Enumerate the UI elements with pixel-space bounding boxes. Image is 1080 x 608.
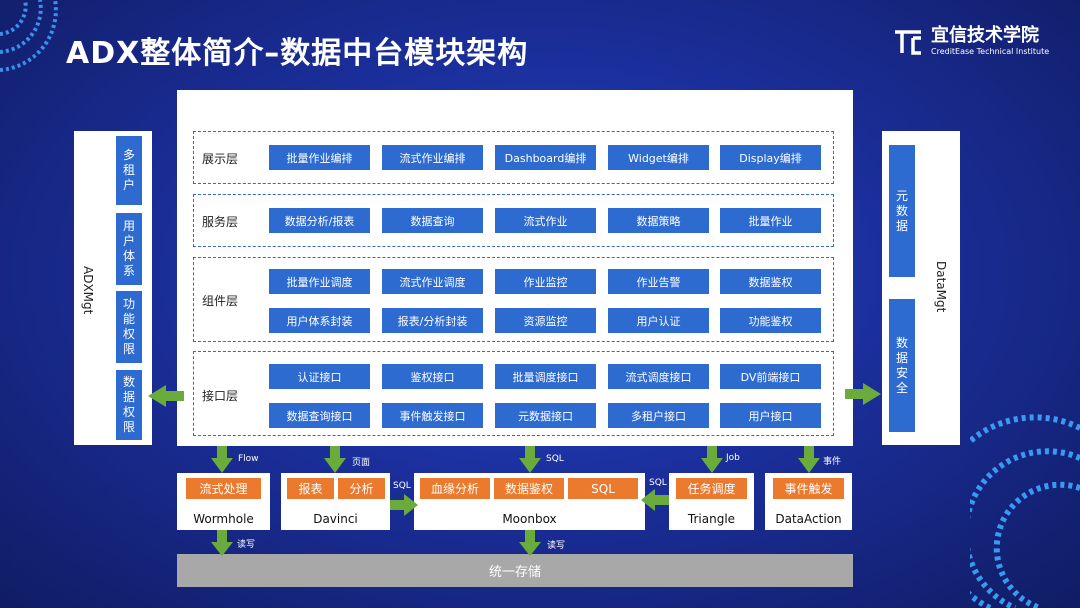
layer-chip: 数据鉴权 <box>720 269 821 294</box>
presentation-layer: 展示层 批量作业编排 流式作业编排 Dashboard编排 Widget编排 D… <box>193 131 834 184</box>
module-name: Davinci <box>313 512 358 526</box>
layer-chip: 流式作业编排 <box>382 145 483 170</box>
unified-storage: 统一存储 <box>177 554 853 587</box>
interface-layer-label: 接口层 <box>202 389 239 403</box>
layer-chip: 认证接口 <box>269 364 370 389</box>
adxmgt-item-user-system: 用户体系 <box>116 213 142 285</box>
layer-chip: 流式作业 <box>495 208 596 233</box>
layer-chip: 数据策略 <box>608 208 709 233</box>
layer-chip: 鉴权接口 <box>382 364 483 389</box>
layer-chip: 元数据接口 <box>495 403 596 428</box>
arrow-down-icon <box>324 446 346 473</box>
layer-chip: 作业告警 <box>608 269 709 294</box>
edge-label-page: 页面 <box>352 458 371 468</box>
adxmgt-item-function-permission: 功能权限 <box>116 291 142 363</box>
layer-chip: 用户认证 <box>608 308 709 333</box>
layer-chip: Widget编排 <box>608 145 709 170</box>
module-name: DataAction <box>775 512 842 526</box>
arrow-down-icon <box>519 446 541 473</box>
module-chip: 分析 <box>338 478 385 499</box>
module-chip: 流式处理 <box>186 478 261 499</box>
logo-mark-icon <box>895 30 921 55</box>
layer-chip: 报表/分析封装 <box>382 308 483 333</box>
layer-chip: Display编排 <box>720 145 821 170</box>
layer-chip: 事件触发接口 <box>382 403 483 428</box>
service-layer: 服务层 数据分析/报表 数据查询 流式作业 数据策略 批量作业 <box>193 194 834 247</box>
brand-logo: 宜信技术学院 CreditEase Technical Institute <box>893 26 1049 58</box>
layer-chip: 功能鉴权 <box>720 308 821 333</box>
edge-label-flow: Flow <box>238 454 259 464</box>
layer-chip: 流式调度接口 <box>608 364 709 389</box>
datamgt-panel: DataMgt 元数据 数据安全 <box>882 131 960 445</box>
service-layer-label: 服务层 <box>202 215 239 229</box>
component-layer: 组件层 批量作业调度 流式作业调度 作业监控 作业告警 数据鉴权 用户体系封装 … <box>193 257 834 342</box>
layer-chip: 批量作业调度 <box>269 269 370 294</box>
module-chip: SQL <box>568 478 638 499</box>
module-name: Moonbox <box>502 512 557 526</box>
dataaction-module: 事件触发 DataAction <box>765 473 852 530</box>
layer-chip: 数据查询 <box>382 208 483 233</box>
decorative-swirl-bottom-right <box>970 414 1080 608</box>
datamgt-item-metadata: 元数据 <box>889 145 915 277</box>
arrow-down-icon <box>701 446 723 473</box>
layer-chip: Dashboard编排 <box>495 145 596 170</box>
edge-label-sql-right: SQL <box>649 478 667 488</box>
adxmgt-item-data-permission: 数据权限 <box>116 370 142 440</box>
layer-chip: 数据分析/报表 <box>269 208 370 233</box>
presentation-layer-label: 展示层 <box>202 152 239 166</box>
layer-chip: 批量作业编排 <box>269 145 370 170</box>
datamgt-label: DataMgt <box>934 261 948 313</box>
adxmgt-item-multi-tenant: 多租户 <box>116 136 142 205</box>
arrow-down-icon <box>211 446 233 473</box>
edge-label-sql-top: SQL <box>546 454 564 464</box>
module-name: Triangle <box>687 512 736 526</box>
arrow-right-icon <box>390 494 418 516</box>
layer-chip: 用户体系封装 <box>269 308 370 333</box>
module-name: Wormhole <box>193 512 254 526</box>
interface-layer: 接口层 认证接口 鉴权接口 批量调度接口 流式调度接口 DV前端接口 数据查询接… <box>193 351 834 436</box>
layer-chip: DV前端接口 <box>720 364 821 389</box>
edge-label-read-write-right: 读写 <box>547 541 566 551</box>
module-chip: 数据鉴权 <box>494 478 564 499</box>
adxmgt-panel: ADXMgt 多租户 用户体系 功能权限 数据权限 <box>74 131 152 445</box>
arrow-right-icon <box>845 383 881 405</box>
layer-chip: 资源监控 <box>495 308 596 333</box>
layer-chip: 批量调度接口 <box>495 364 596 389</box>
module-chip: 报表 <box>287 478 334 499</box>
edge-label-sql-left: SQL <box>393 481 411 491</box>
arrow-down-icon <box>211 530 233 556</box>
arrow-left-icon <box>148 385 184 407</box>
layer-chip: 流式作业调度 <box>382 269 483 294</box>
logo-name-en: CreditEase Technical Institute <box>931 47 1050 56</box>
moonbox-module: 血缘分析 数据鉴权 SQL Moonbox <box>414 473 645 530</box>
davinci-module: 报表 分析 Davinci <box>281 473 390 530</box>
layer-chip: 多租户接口 <box>608 403 709 428</box>
arrow-left-icon <box>641 489 669 511</box>
module-chip: 任务调度 <box>676 478 747 499</box>
edge-label-read-write-left: 读写 <box>237 540 256 550</box>
module-chip: 事件触发 <box>773 478 844 499</box>
triangle-module: 任务调度 Triangle <box>669 473 754 530</box>
adxmgt-label: ADXMgt <box>81 266 95 315</box>
layer-chip: 作业监控 <box>495 269 596 294</box>
logo-name-cn: 宜信技术学院 <box>931 25 1039 46</box>
decorative-swirl-top-left <box>0 0 58 72</box>
layer-chip: 用户接口 <box>720 403 821 428</box>
module-chip: 血缘分析 <box>420 478 490 499</box>
layer-chip: 批量作业 <box>720 208 821 233</box>
page-title: ADX整体简介–数据中台模块架构 <box>66 36 529 71</box>
arrow-down-icon <box>798 446 820 473</box>
arrow-down-icon <box>519 530 541 556</box>
component-layer-label: 组件层 <box>202 294 239 308</box>
edge-label-event: 事件 <box>823 457 842 467</box>
edge-label-job: Job <box>726 453 740 463</box>
layer-chip: 数据查询接口 <box>269 403 370 428</box>
wormhole-module: 流式处理 Wormhole <box>177 473 270 530</box>
datamgt-item-data-security: 数据安全 <box>889 299 915 432</box>
